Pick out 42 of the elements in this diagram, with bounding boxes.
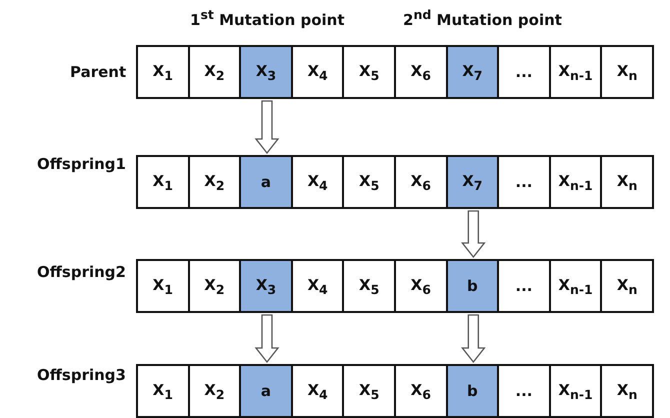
gene-cell: X$_{5}$ [344,261,396,311]
row-label: Parent [70,63,126,81]
gene-cell: X$_{4}$ [292,366,344,416]
gene-cell: X$_{n-1}$ [550,157,602,207]
mutated-gene-cell: X$_{7}$ [448,47,500,97]
gene-cell: X$_{n-1}$ [550,47,602,97]
mutation-point-heading: 1$^{st}$ Mutation point [190,7,345,29]
gene-cell: X$_{4}$ [292,157,344,207]
row-label: Offspring2 [37,263,126,281]
block-arrow [254,314,280,364]
gene-cell: ... [499,366,551,416]
block-arrow [461,210,486,258]
gene-cell: X$_{5}$ [344,366,396,416]
gene-cell: ... [499,157,551,207]
gene-cell: X$_{1}$ [138,261,190,311]
mutated-gene-cell: b [448,366,500,416]
mutated-gene-cell: b [448,261,500,311]
gene-cell: X$_{n-1}$ [550,366,602,416]
gene-cell: ... [499,47,551,97]
mutated-gene-cell: X$_{3}$ [241,261,293,311]
row-label: Offspring1 [37,155,126,173]
gene-cell: X$_{n}$ [602,157,652,207]
mutated-gene-cell: a [241,157,293,207]
gene-cell: X$_{n}$ [602,47,652,97]
mutated-gene-cell: a [241,366,293,416]
gene-cell: X$_{1}$ [138,47,190,97]
gene-cell: X$_{5}$ [344,157,396,207]
gene-cell: X$_{n}$ [602,366,652,416]
mutated-gene-cell: X$_{7}$ [448,157,500,207]
gene-cell: X$_{n-1}$ [550,261,602,311]
gene-cell: ... [499,261,551,311]
gene-cell: X$_{4}$ [292,47,344,97]
mutated-gene-cell: X$_{3}$ [241,47,293,97]
block-arrow [254,100,280,154]
gene-cell: X$_{1}$ [138,366,190,416]
mutation-point-heading: 2$^{nd}$ Mutation point [403,7,562,29]
block-arrow [461,314,486,364]
gene-cell: X$_{1}$ [138,157,190,207]
gene-cell: X$_{5}$ [344,47,396,97]
row-label: Offspring3 [37,366,126,384]
gene-cell: X$_{n}$ [602,261,652,311]
gene-cell: X$_{4}$ [292,261,344,311]
